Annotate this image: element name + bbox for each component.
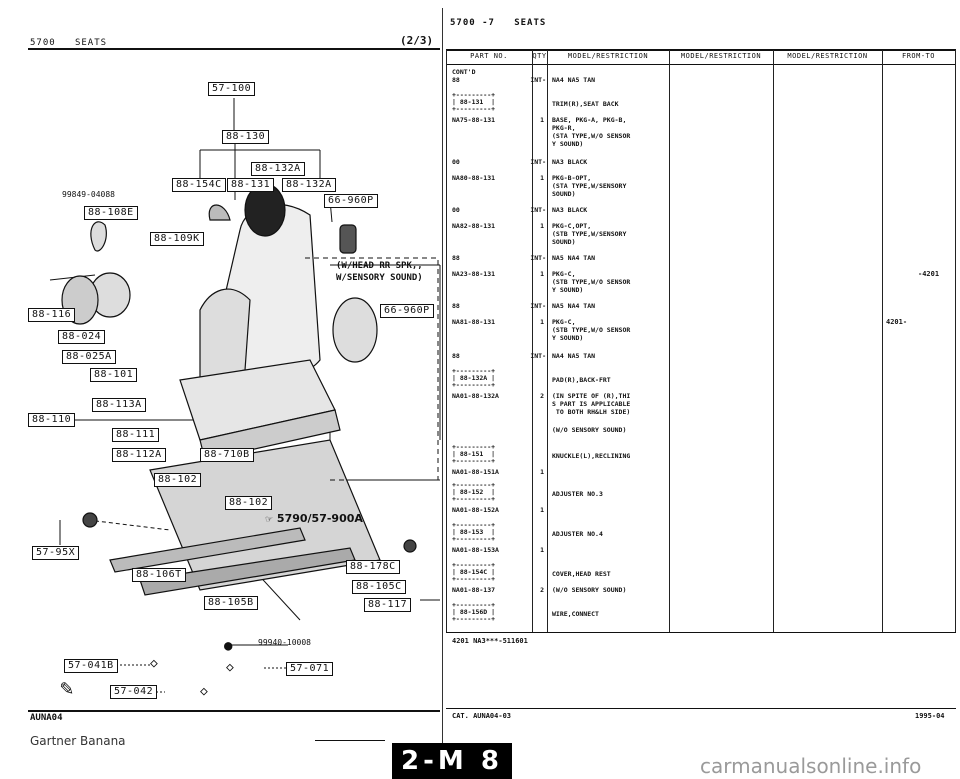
clip-icon: ◇ (200, 684, 208, 699)
table-col-line (955, 50, 956, 632)
table-top-rule (446, 49, 956, 51)
part-box: 66-960P (380, 304, 434, 318)
speaker-callout: (W/HEAD RR SPK,, W/SENSORY SOUND) (336, 261, 423, 283)
col-header: MODEL/RESTRICTION (567, 52, 649, 60)
part-box: 88-113A (92, 398, 146, 412)
bottom-part-number: 99940-10008 (258, 638, 311, 647)
page-marker: (2/3) (400, 34, 434, 47)
part-box: 88-105B (204, 596, 258, 610)
part-box: 57-071 (286, 662, 334, 676)
part-box: 88-154C (172, 178, 226, 192)
part-box: 88-102 (225, 496, 273, 510)
part-box: 88-109K (150, 232, 204, 246)
table-footer-code: 4201 NA3***-511601 (452, 637, 528, 645)
part-box: 88-102 (154, 473, 202, 487)
left-page-code: 5700 SEATS (30, 38, 108, 48)
col-header: FROM-TO (901, 52, 935, 60)
part-box: 88-105C (352, 580, 406, 594)
table-col-line (532, 50, 533, 632)
header-rule (28, 48, 440, 50)
footer-tick (315, 740, 385, 741)
footer-rule-left (28, 710, 440, 712)
table-col-line (669, 50, 670, 632)
clip-icon: ◇ (226, 660, 234, 675)
part-box: 88-024 (58, 330, 106, 344)
part-box: 88-108E (84, 206, 138, 220)
part-box: 88-178C (346, 560, 400, 574)
part-box: 57-041B (64, 659, 118, 673)
footer-left-code: AUNA04 (30, 713, 63, 723)
part-box: 88-132A (282, 178, 336, 192)
part-box: 88-116 (28, 308, 76, 322)
part-box: 88-710B (200, 448, 254, 462)
part-box: 88-117 (364, 598, 412, 612)
bolt-icon: ● (224, 638, 233, 654)
col-header: MODEL/RESTRICTION (680, 52, 762, 60)
watermark-left: Gartner Banana (30, 734, 126, 748)
part-box: 57-100 (208, 82, 256, 96)
part-box: 88-101 (90, 368, 138, 382)
part-box: 57-042 (110, 685, 158, 699)
part-box: 57-95X (32, 546, 80, 560)
part-box: 88-106T (132, 568, 186, 582)
table-bottom-rule (446, 632, 956, 633)
col-header: MODEL/RESTRICTION (787, 52, 868, 60)
part-box: 88-131 (227, 178, 275, 192)
col-header: QTY (532, 52, 547, 60)
pin-icon: ✎ (60, 676, 74, 701)
part-box: 66-960P (324, 194, 378, 208)
table-col-line (547, 50, 548, 632)
table-col-line (773, 50, 774, 632)
clip-icon: ◇ (150, 656, 158, 671)
col-header: PART NO. (470, 52, 508, 60)
left-part-number: 99849-04088 (62, 190, 115, 199)
part-box: 88-132A (251, 162, 305, 176)
footer-cat-label: CAT. AUNA04-03 (452, 712, 512, 720)
page-divider (442, 8, 443, 768)
footer-rule-right (446, 708, 956, 709)
footer-date: 1995-04 (915, 712, 945, 720)
part-box: 88-111 (112, 428, 160, 442)
seat-exploded-diagram (40, 98, 441, 693)
table-col-line (446, 50, 447, 632)
table-header-rule (446, 64, 956, 65)
part-box: 88-112A (112, 448, 166, 462)
ref-number: ☞ 5790/57-900A (265, 512, 363, 525)
part-box: 88-130 (222, 130, 270, 144)
table-col-line (882, 50, 883, 632)
watermark-right: carmanualsonline.info (700, 754, 922, 778)
part-box: 88-025A (62, 350, 116, 364)
right-page-code: 5700 -7 SEATS (450, 18, 547, 28)
page-tab: 2-M 8 (392, 743, 512, 779)
part-box: 88-110 (28, 413, 76, 427)
